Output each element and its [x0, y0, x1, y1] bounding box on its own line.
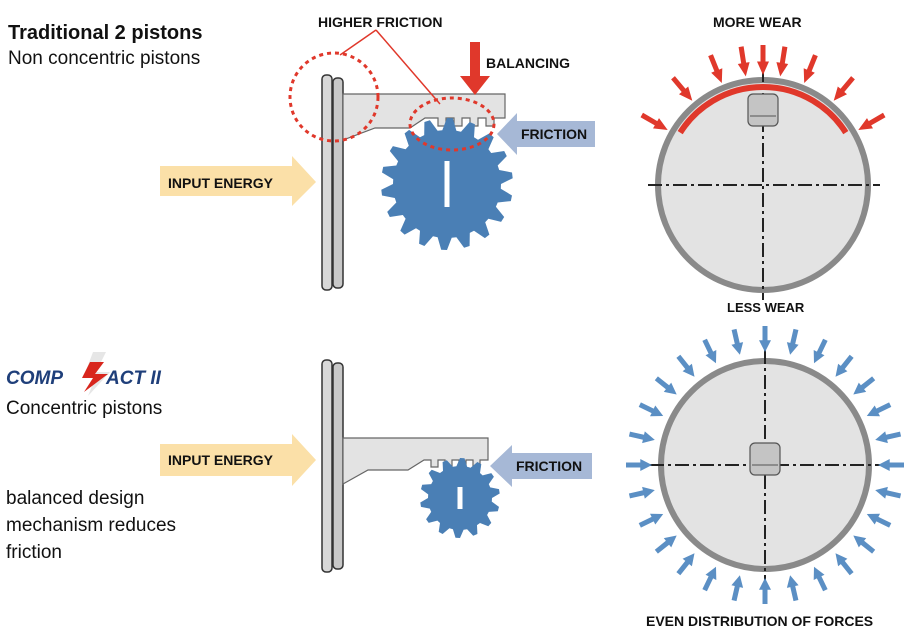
- gear-top: [381, 118, 513, 250]
- piston-plate-bottom: [321, 359, 344, 573]
- svg-text:LESS WEAR: LESS WEAR: [727, 300, 805, 315]
- wear-arrow: [858, 112, 886, 130]
- force-arrow: [702, 566, 717, 592]
- force-arrow: [654, 535, 677, 554]
- force-arrow: [875, 431, 902, 444]
- svg-text:FRICTION: FRICTION: [521, 126, 587, 142]
- svg-text:COMP: COMP: [6, 368, 63, 389]
- wear-arrow: [640, 112, 668, 130]
- svg-text:INPUT ENERGY: INPUT ENERGY: [168, 175, 274, 191]
- subtitle-non-concentric: Non concentric pistons: [8, 48, 201, 69]
- force-arrow: [866, 513, 892, 528]
- force-arrow: [731, 328, 744, 355]
- force-arrow: [759, 326, 771, 352]
- svg-text:MORE WEAR: MORE WEAR: [713, 14, 802, 30]
- force-arrow: [628, 431, 655, 444]
- force-arrow: [654, 376, 677, 395]
- svg-text:HIGHER FRICTION: HIGHER FRICTION: [318, 14, 442, 30]
- force-arrow: [813, 566, 828, 592]
- subtitle-concentric: Concentric pistons: [6, 398, 163, 419]
- force-arrow: [676, 553, 695, 576]
- wear-arrow: [833, 76, 855, 101]
- force-arrow: [759, 578, 771, 604]
- piston-plate-top: [321, 74, 344, 291]
- force-arrow: [866, 402, 892, 417]
- wear-arrow: [737, 46, 750, 77]
- wear-circle-top: MORE WEAR LESS WEAR: [640, 14, 886, 315]
- force-arrow: [853, 535, 876, 554]
- svg-text:EVEN DISTRIBUTION OF FORCES: EVEN DISTRIBUTION OF FORCES: [646, 613, 873, 629]
- input-energy-arrow-bottom: INPUT ENERGY: [160, 434, 316, 486]
- gear-slot: [444, 161, 450, 207]
- friction-arrow-bottom: FRICTION: [490, 445, 592, 487]
- force-arrow: [626, 459, 652, 471]
- input-energy-arrow-top: INPUT ENERGY: [160, 156, 316, 206]
- friction-arrow-top: FRICTION: [497, 113, 595, 155]
- wear-arrows-red: [640, 45, 886, 130]
- svg-text:FRICTION: FRICTION: [516, 458, 582, 474]
- wear-arrow: [671, 76, 693, 101]
- force-arrows-blue: [626, 326, 904, 604]
- wear-circle-bottom: EVEN DISTRIBUTION OF FORCES: [626, 326, 904, 629]
- force-arrow: [835, 354, 854, 377]
- force-arrow: [835, 553, 854, 576]
- force-arrow: [731, 575, 744, 602]
- wear-arrow: [776, 46, 789, 77]
- force-arrow: [638, 513, 664, 528]
- balancing-arrow: BALANCING: [460, 42, 570, 95]
- svg-text:INPUT ENERGY: INPUT ENERGY: [168, 452, 274, 468]
- svg-text:ACT II: ACT II: [105, 368, 162, 389]
- force-arrow: [628, 486, 655, 499]
- force-arrow: [878, 459, 904, 471]
- force-arrow: [875, 486, 902, 499]
- gear-bottom: [420, 458, 500, 538]
- force-arrow: [638, 402, 664, 417]
- force-arrow: [676, 354, 695, 377]
- force-arrow: [853, 376, 876, 395]
- gear-slot: [457, 487, 463, 509]
- wear-arrow: [708, 54, 723, 83]
- force-arrow: [786, 575, 799, 602]
- description-text: balanced design mechanism reduces fricti…: [6, 488, 177, 563]
- wear-arrow: [803, 54, 818, 83]
- title-traditional: Traditional 2 pistons: [8, 22, 203, 44]
- higher-friction-callout: HIGHER FRICTION: [288, 14, 496, 152]
- svg-text:BALANCING: BALANCING: [486, 55, 570, 71]
- wear-arrow: [757, 45, 769, 75]
- force-arrow: [813, 338, 828, 364]
- compact-ii-logo: COMP ACT II: [6, 352, 162, 396]
- force-arrow: [786, 328, 799, 355]
- rack-top: [342, 93, 506, 141]
- force-arrow: [702, 338, 717, 364]
